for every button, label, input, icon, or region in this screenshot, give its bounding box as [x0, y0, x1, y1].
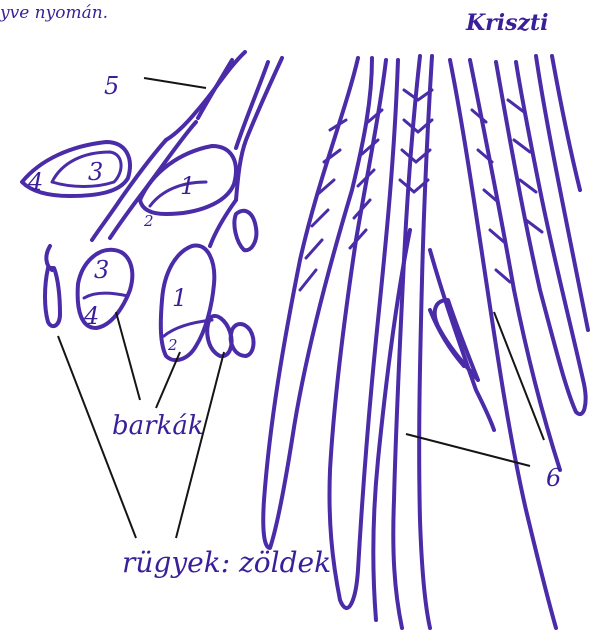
label-4-top: 4: [27, 168, 43, 196]
label-2-mid: 2: [167, 336, 178, 354]
label-6: 6: [546, 464, 561, 492]
label-4-left: 4: [83, 302, 99, 330]
label-catkins: barkák: [112, 411, 204, 441]
author-signature: Kriszti: [465, 10, 548, 36]
leader-catkin-left: [116, 312, 140, 400]
leaves-drawing: [263, 56, 588, 628]
label-2-top: 2: [143, 212, 154, 230]
label-1-top: 1: [180, 172, 195, 200]
leader-lines: [58, 78, 544, 538]
leader-bud-mid: [176, 352, 224, 538]
label-1-mid: 1: [172, 284, 187, 312]
caption-fragment: yve nyomán.: [0, 3, 108, 23]
label-buds: rügyek: zöldek: [122, 546, 331, 579]
label-3-top: 3: [88, 158, 103, 186]
leader-catkin-mid: [156, 352, 180, 408]
label-5: 5: [104, 72, 119, 100]
twig-drawing: [22, 52, 282, 360]
leader-5: [144, 78, 206, 88]
label-3-left: 3: [94, 256, 109, 284]
